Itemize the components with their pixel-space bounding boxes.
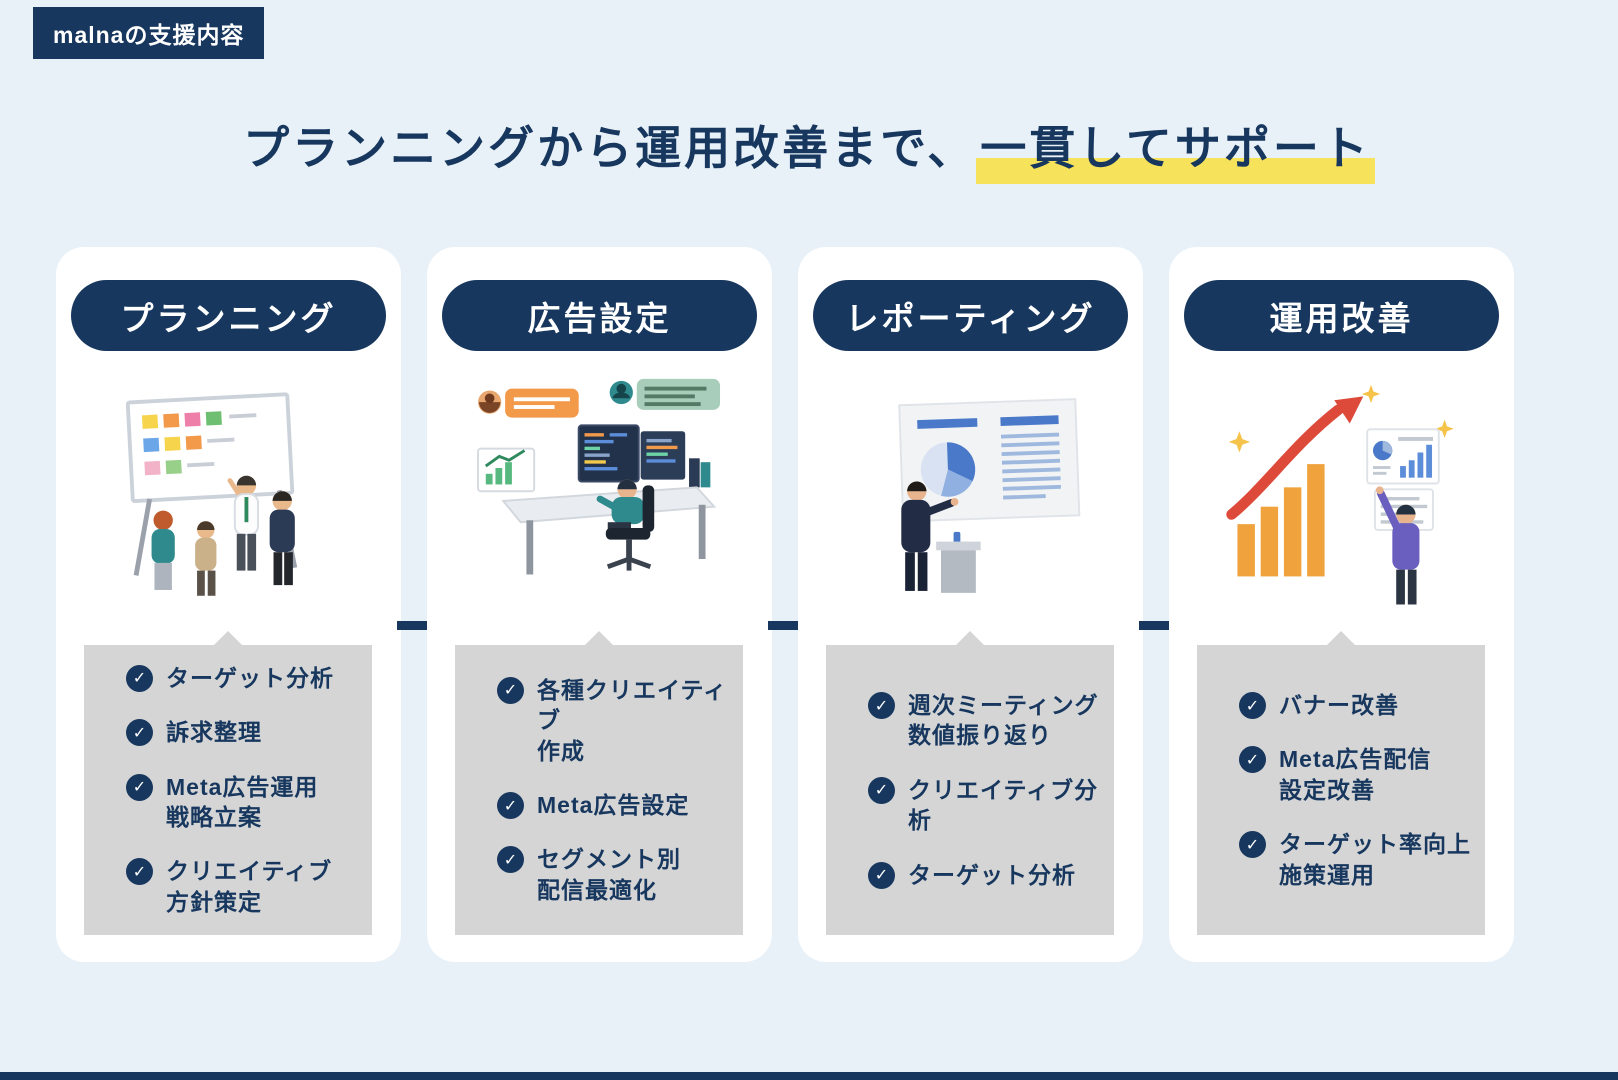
whiteboard-team-illustration bbox=[125, 392, 297, 596]
improvement-illustration-box bbox=[1169, 353, 1514, 643]
list-item-label: Meta広告設定 bbox=[537, 792, 690, 818]
list-item: ✓ ターゲット分析 bbox=[126, 663, 358, 693]
list-item-label: 訴求整理 bbox=[166, 719, 262, 746]
list-item-label: ターゲット分析 bbox=[166, 664, 334, 691]
page-title: プランニングから運用改善まで、一貫してサポート bbox=[0, 120, 1618, 184]
check-icon: ✓ bbox=[868, 861, 895, 889]
list-item: ✓ ターゲット分析 bbox=[868, 860, 1100, 890]
list-item: ✓ 各種クリエイティブ 作成 bbox=[497, 675, 729, 766]
list-item-label: ターゲット分析 bbox=[908, 861, 1076, 888]
card-ad-setup-header-label: 広告設定 bbox=[527, 299, 672, 337]
card-connector bbox=[397, 247, 431, 962]
title-prefix: プランニングから運用改善まで、 bbox=[243, 122, 977, 174]
desk-work-illustration bbox=[476, 378, 720, 575]
check-icon: ✓ bbox=[868, 692, 895, 720]
cards-row: プランニング bbox=[56, 247, 1514, 962]
list-item: ✓ ターゲット率向上 施策運用 bbox=[1239, 829, 1471, 890]
planning-illustration-box bbox=[56, 353, 401, 643]
card-ad-setup-items-panel: ✓ 各種クリエイティブ 作成 ✓ Meta広告設定 ✓ セグメント別 配信最適化 bbox=[455, 645, 743, 935]
check-icon: ✓ bbox=[497, 846, 524, 874]
list-item-label: クリエイティブ 方針策定 bbox=[166, 858, 333, 915]
reporting-illustration-box bbox=[798, 353, 1143, 643]
check-icon: ✓ bbox=[868, 776, 895, 804]
card-connector bbox=[1139, 247, 1173, 962]
list-item: ✓ セグメント別 配信最適化 bbox=[497, 844, 729, 905]
header-badge: malnaの支援内容 bbox=[33, 7, 265, 59]
card-reporting-header-label: レポーティング bbox=[845, 299, 1096, 337]
card-improvement-header-label: 運用改善 bbox=[1269, 299, 1414, 337]
bottom-border bbox=[0, 1072, 1618, 1080]
check-icon: ✓ bbox=[1239, 692, 1266, 720]
list-item: ✓ 週次ミーティング 数値振り返り bbox=[868, 690, 1100, 751]
card-improvement: 運用改善 bbox=[1169, 247, 1514, 962]
list-item-label: 各種クリエイティブ 作成 bbox=[537, 676, 728, 764]
card-improvement-header: 運用改善 bbox=[1184, 280, 1499, 351]
card-reporting-items-panel: ✓ 週次ミーティング 数値振り返り ✓ クリエイティブ分析 ✓ ターゲット分析 bbox=[826, 645, 1114, 935]
card-ad-setup: 広告設定 bbox=[427, 247, 772, 962]
check-icon: ✓ bbox=[126, 664, 153, 692]
card-connector bbox=[768, 247, 802, 962]
card-reporting-header: レポーティング bbox=[813, 280, 1128, 351]
list-item: ✓ バナー改善 bbox=[1239, 690, 1471, 720]
list-item: ✓ Meta広告配信 設定改善 bbox=[1239, 744, 1471, 805]
card-ad-setup-header: 広告設定 bbox=[442, 280, 757, 351]
list-item-label: Meta広告配信 設定改善 bbox=[1279, 746, 1432, 803]
title-highlight: 一貫してサポート bbox=[976, 122, 1375, 184]
list-item: ✓ Meta広告運用 戦略立案 bbox=[126, 772, 358, 833]
check-icon: ✓ bbox=[126, 719, 153, 747]
check-icon: ✓ bbox=[497, 676, 524, 704]
list-item: ✓ クリエイティブ分析 bbox=[868, 775, 1100, 836]
ad-setup-illustration-box bbox=[427, 353, 772, 643]
card-improvement-items-panel: ✓ バナー改善 ✓ Meta広告配信 設定改善 ✓ ターゲット率向上 施策運用 bbox=[1197, 645, 1485, 935]
check-icon: ✓ bbox=[497, 792, 524, 819]
list-item-label: バナー改善 bbox=[1279, 692, 1399, 719]
presentation-illustration bbox=[897, 398, 1080, 593]
list-item-label: 週次ミーティング 数値振り返り bbox=[908, 692, 1099, 749]
list-item-label: クリエイティブ分析 bbox=[908, 776, 1099, 834]
list-item: ✓ 訴求整理 bbox=[126, 717, 358, 747]
card-planning-header: プランニング bbox=[71, 280, 386, 351]
list-item-label: Meta広告運用 戦略立案 bbox=[166, 773, 319, 830]
check-icon: ✓ bbox=[126, 773, 153, 801]
list-item: ✓ クリエイティブ 方針策定 bbox=[126, 856, 358, 917]
growth-chart-illustration bbox=[1225, 384, 1454, 605]
card-planning-items-panel: ✓ ターゲット分析 ✓ 訴求整理 ✓ Meta広告運用 戦略立案 ✓ クリエイテ… bbox=[84, 645, 372, 935]
list-item-label: ターゲット率向上 施策運用 bbox=[1279, 831, 1471, 888]
list-item: ✓ Meta広告設定 bbox=[497, 790, 729, 820]
check-icon: ✓ bbox=[1239, 746, 1266, 774]
card-reporting: レポーティング bbox=[798, 247, 1143, 962]
list-item-label: セグメント別 配信最適化 bbox=[537, 846, 681, 903]
check-icon: ✓ bbox=[126, 858, 153, 886]
check-icon: ✓ bbox=[1239, 831, 1266, 859]
header-badge-label: malnaの支援内容 bbox=[53, 22, 245, 48]
card-planning-header-label: プランニング bbox=[120, 299, 337, 337]
card-planning: プランニング bbox=[56, 247, 401, 962]
